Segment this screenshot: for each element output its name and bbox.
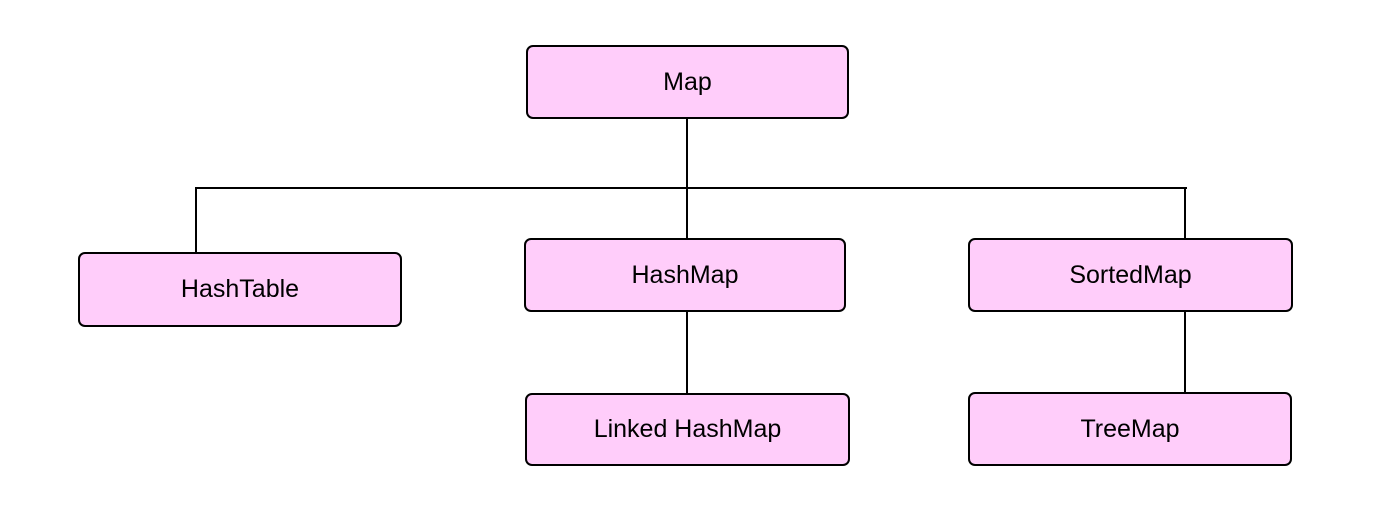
node-hashtable: HashTable <box>78 252 402 327</box>
node-sortedmap: SortedMap <box>968 238 1293 312</box>
node-hashmap: HashMap <box>524 238 846 312</box>
node-map-label: Map <box>663 67 712 96</box>
edge-bus-to-hashmap <box>686 187 688 239</box>
edge-bus-to-hashtable <box>195 187 197 253</box>
edge-map-to-bus <box>686 119 688 189</box>
edge-bus-horizontal <box>195 187 1187 189</box>
edge-hashmap-to-linkedhashmap <box>686 310 688 394</box>
node-map: Map <box>526 45 849 119</box>
node-hashtable-label: HashTable <box>180 275 300 303</box>
node-hashmap-label: HashMap <box>631 260 739 289</box>
edge-sortedmap-to-treemap <box>1184 310 1186 393</box>
node-linkedhashmap: Linked HashMap <box>525 393 850 466</box>
node-treemap-label: TreeMap <box>1080 414 1180 443</box>
edge-bus-to-sortedmap <box>1184 187 1186 239</box>
node-linkedhashmap-label: Linked HashMap <box>593 415 782 443</box>
node-treemap: TreeMap <box>968 392 1292 466</box>
node-sortedmap-label: SortedMap <box>1069 260 1192 289</box>
